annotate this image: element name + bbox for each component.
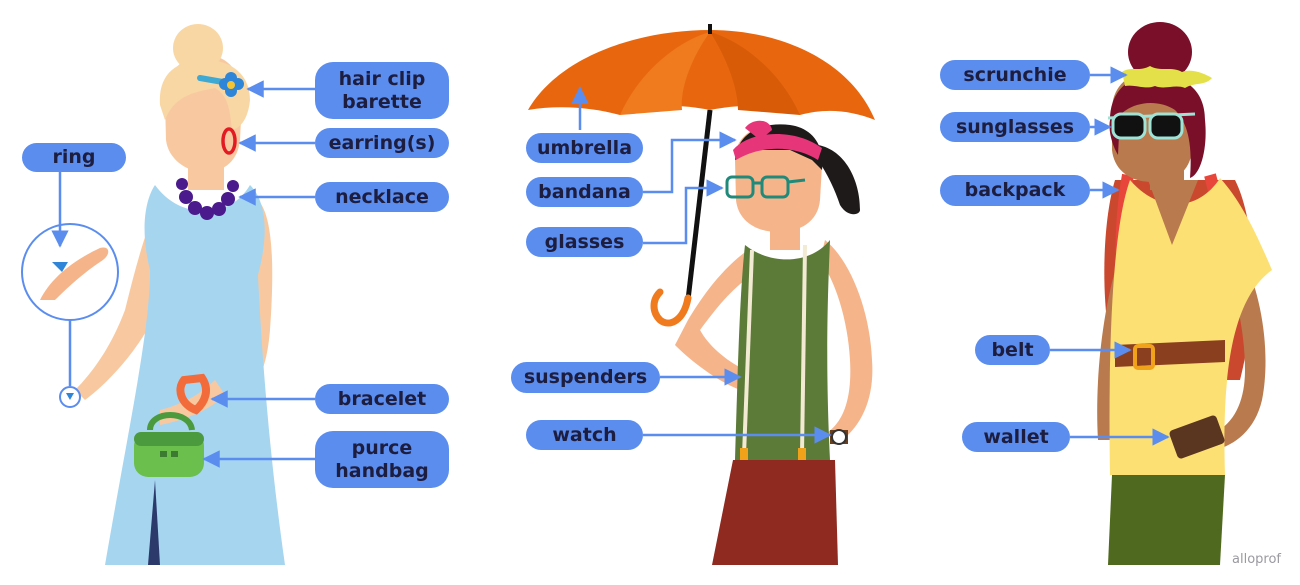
belt-label: belt <box>975 335 1050 365</box>
woman-with-dress-figure <box>21 24 315 565</box>
sunglasses-icon <box>1107 112 1196 140</box>
bandana-icon <box>733 133 822 160</box>
necklace-label: necklace <box>315 182 449 212</box>
earrings-label: earring(s) <box>315 128 449 158</box>
glasses-icon <box>725 175 806 199</box>
ring-label: ring <box>22 143 126 172</box>
umbrella-label: umbrella <box>526 133 643 163</box>
scrunchie-icon <box>1122 66 1212 88</box>
necklace-icon <box>176 178 239 220</box>
person-with-umbrella-figure <box>528 24 875 565</box>
suspenders-label: suspenders <box>511 362 660 393</box>
backpack-label: backpack <box>940 175 1090 206</box>
sunglasses-label: sunglasses <box>940 112 1090 142</box>
handbag-text: handbag <box>335 459 429 482</box>
wallet-label: wallet <box>962 422 1070 452</box>
hair-clip-barette-label: hair clip barette <box>315 62 449 119</box>
purce-text: purce <box>351 436 413 459</box>
person-with-backpack-figure <box>1050 22 1272 565</box>
alloprof-watermark: alloprof <box>1232 552 1281 567</box>
scrunchie-label: scrunchie <box>940 60 1090 90</box>
bandana-label: bandana <box>526 177 643 207</box>
watch-icon <box>830 429 848 445</box>
barette-text: barette <box>342 90 422 113</box>
bracelet-icon <box>176 373 210 415</box>
glasses-label: glasses <box>526 227 643 257</box>
purce-handbag-label: purce handbag <box>315 431 449 488</box>
watch-label: watch <box>526 420 643 450</box>
wallet-icon <box>1169 415 1225 459</box>
handbag-icon <box>134 412 204 477</box>
hair-clip-flower-icon <box>219 72 244 97</box>
ring-gem-icon <box>52 262 68 272</box>
hair-clip-text: hair clip <box>338 67 426 90</box>
bracelet-label: bracelet <box>315 384 449 414</box>
earring-icon <box>221 127 237 155</box>
belt-buckle-icon <box>1133 344 1155 370</box>
